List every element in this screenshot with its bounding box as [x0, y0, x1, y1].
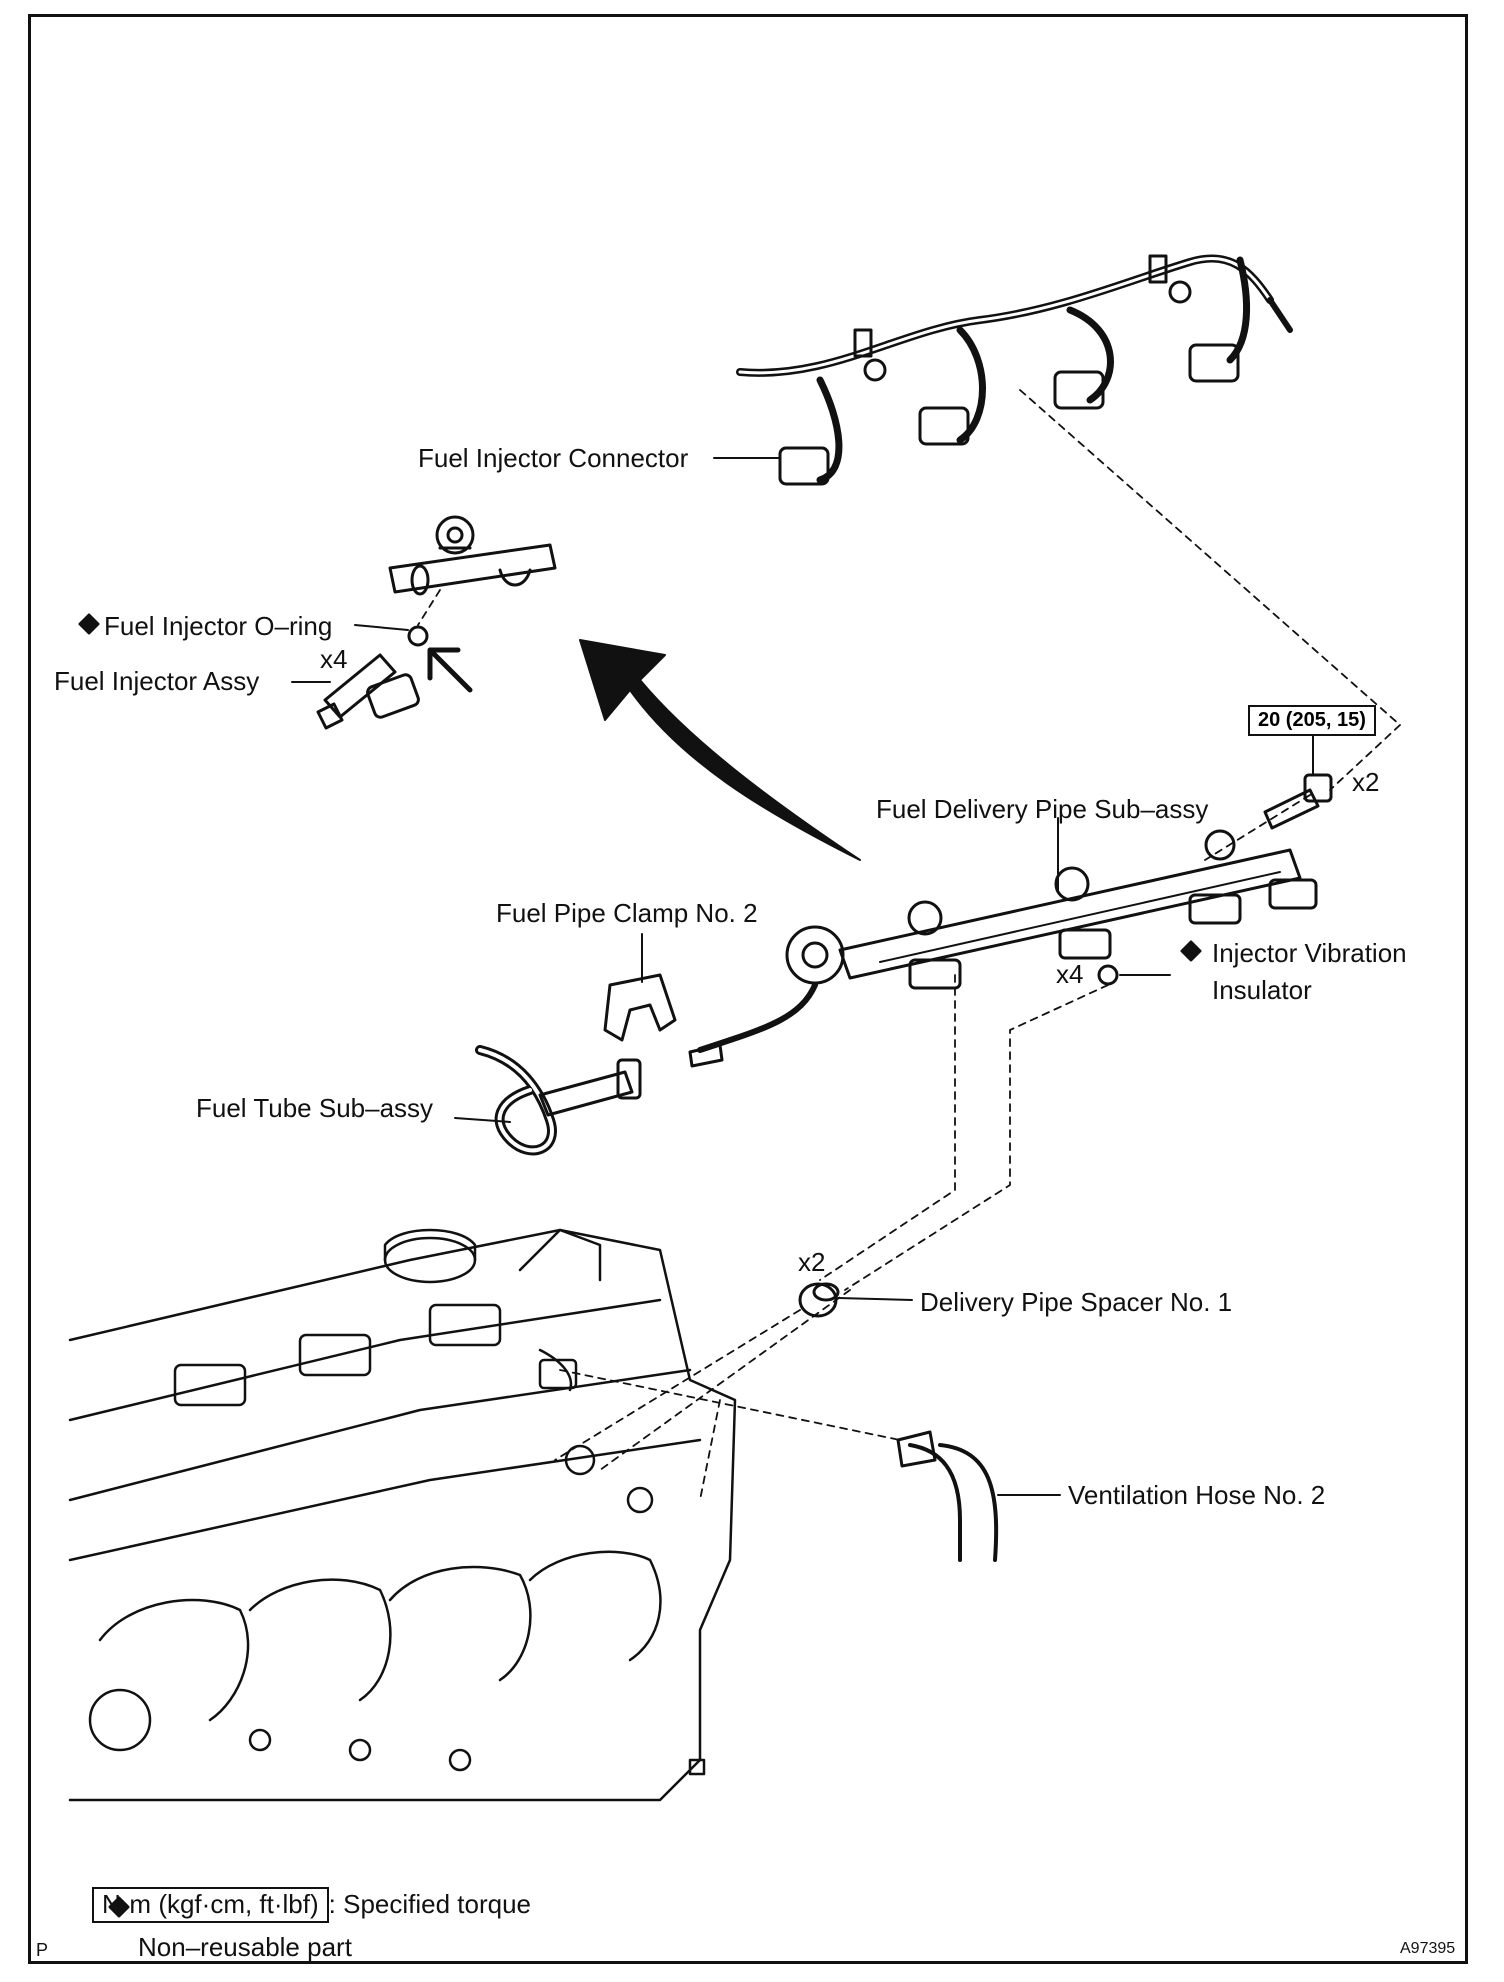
- torque-spec-box: 20 (205, 15): [1248, 705, 1376, 736]
- label-fuel-injector-oring: Fuel Injector O–ring: [104, 611, 333, 641]
- label-injector-vibration-line1: Injector Vibration: [1212, 938, 1407, 968]
- big-arrow-icon: [579, 639, 861, 861]
- fuel-injector-shape: [316, 653, 420, 730]
- label-bolt-qty: x2: [1352, 767, 1380, 797]
- small-arrow-icon: [427, 647, 473, 693]
- label-fuel-delivery-pipe: Fuel Delivery Pipe Sub–assy: [876, 794, 1209, 824]
- leader-lines: [291, 457, 1314, 1496]
- legend-torque: N·m (kgf·cm, ft·lbf): Specified torque: [92, 1887, 531, 1923]
- spacer-shape: [798, 1282, 840, 1318]
- figure-id: A97395: [1400, 1940, 1456, 1957]
- nonreusable-diamond-icon: [78, 613, 100, 635]
- ventilation-hose-shape: [896, 1430, 999, 1562]
- label-spacer-qty: x2: [798, 1247, 826, 1277]
- diagram-frame: [28, 14, 1468, 1964]
- oring-shape: [407, 625, 429, 647]
- label-fuel-injector-assy: Fuel Injector Assy: [54, 666, 260, 696]
- corner-left-mark: P: [36, 1940, 49, 1960]
- insulator-shape: [1097, 964, 1119, 986]
- legend-torque-desc: : Specified torque: [328, 1889, 532, 1919]
- assembly-dashed-lines: [417, 389, 1401, 1501]
- pipe-detail: [388, 515, 557, 596]
- label-fuel-injector-connector: Fuel Injector Connector: [418, 443, 689, 473]
- fuel-pipe-clamp-shape: [603, 973, 677, 1042]
- label-fuel-tube: Fuel Tube Sub–assy: [196, 1093, 434, 1123]
- legend-torque-unit: N·m (kgf·cm, ft·lbf): [92, 1887, 329, 1923]
- label-fuel-pipe-clamp: Fuel Pipe Clamp No. 2: [496, 898, 758, 928]
- injector-connector-shapes: [778, 343, 1240, 486]
- engine-outline: [68, 1228, 737, 1802]
- label-delivery-pipe-spacer: Delivery Pipe Spacer No. 1: [920, 1287, 1233, 1317]
- legend-diamond-icon: [108, 1896, 130, 1918]
- fuel-tube-shape: [475, 1045, 642, 1156]
- label-fuel-injector-qty: x4: [320, 644, 348, 674]
- label-ventilation-hose: Ventilation Hose No. 2: [1068, 1480, 1326, 1510]
- label-insulator-qty: x4: [1056, 959, 1084, 989]
- delivery-pipe-shape: [688, 829, 1318, 1068]
- nonreusable-diamond-icon: [1180, 940, 1202, 962]
- label-injector-vibration-line2: Insulator: [1212, 975, 1312, 1005]
- legend-nonreusable: Non–reusable part: [138, 1932, 352, 1962]
- wire-harness: [736, 254, 1293, 484]
